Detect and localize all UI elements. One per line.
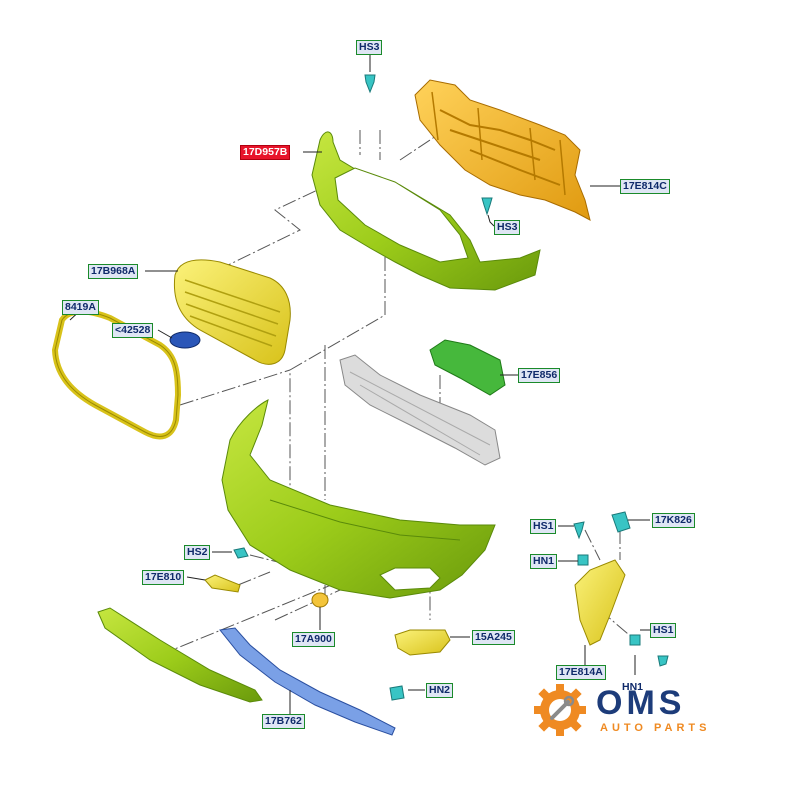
fasteners [233,74,669,701]
label-hn1-upper: HN1 [530,554,558,569]
label-17k826: 17K826 [652,513,695,528]
label-hs3-top: HS3 [356,40,383,55]
lower-lip-strip [97,607,263,703]
label-17b968a: 17B968A [88,264,139,279]
bracket-17e810 [204,574,241,593]
grille-insert [173,259,291,365]
label-hs1-lower: HS1 [650,623,677,638]
label-17e814a: 17E814A [556,665,606,680]
bracket-17e856 [429,339,506,396]
label-hs1-upper: HS1 [530,519,557,534]
radiator-support [414,79,591,221]
bumper-reinforcement-beam [339,354,501,466]
brand-tagline: AUTO PARTS [600,722,711,734]
label-8419a: 8419A [62,300,99,315]
label-42528: <42528 [112,323,154,338]
label-17e810: 17E810 [142,570,185,585]
label-17b762: 17B762 [262,714,305,729]
fog-lamp-bezel [394,629,451,656]
brand-name: OMS [596,684,686,722]
side-bracket-17e814a [574,559,626,646]
label-17e814c: 17E814C [620,179,670,194]
label-17a900: 17A900 [292,632,335,647]
label-17e856: 17E856 [518,368,561,383]
gear-wrench-icon [534,684,586,736]
lower-bar-17b762 [219,627,396,736]
clip-17a900 [311,592,329,608]
label-hn2: HN2 [426,683,454,698]
bracket-17k826 [611,511,631,533]
upper-grille-surround [311,131,541,291]
brand-logo: OMS AUTO PARTS [530,680,760,740]
label-hn1-lower: HN1 [622,681,644,693]
label-hs3-mid: HS3 [494,220,521,235]
emblem-badge [169,331,201,349]
label-17d957b-highlighted: 17D957B [240,145,291,160]
bumper-cover [221,399,496,599]
label-hs2: HS2 [184,545,211,560]
label-15a245: 15A245 [472,630,515,645]
